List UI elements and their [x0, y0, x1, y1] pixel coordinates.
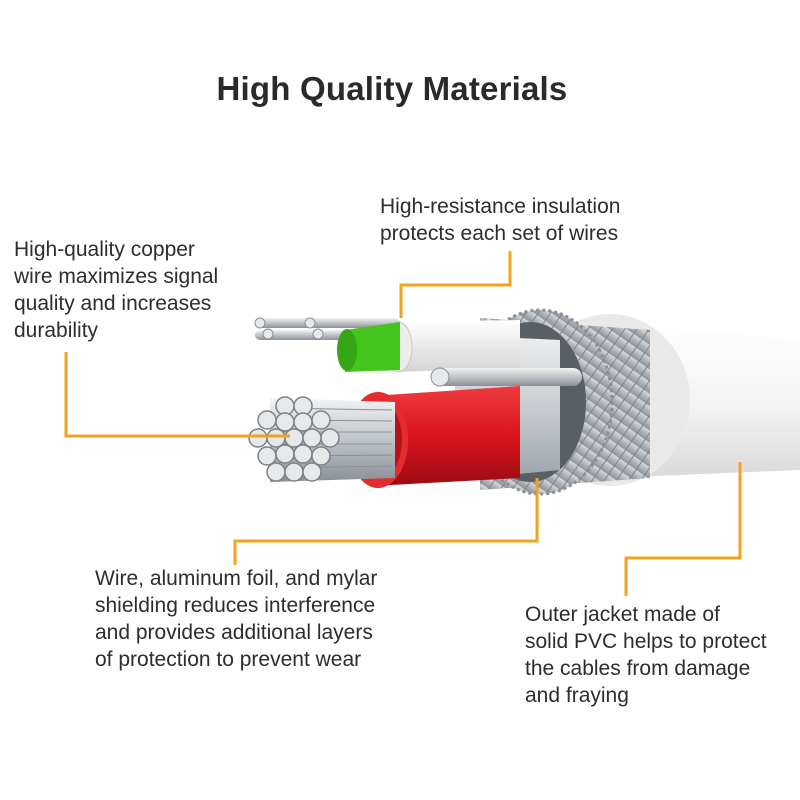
- callout-shielding: Wire, aluminum foil, and mylar shielding…: [95, 565, 377, 673]
- copper-strands: [248, 396, 395, 482]
- callout-line: protects each set of wires: [380, 222, 619, 245]
- callout-line: the cables from damage: [525, 657, 751, 680]
- callout-line: durability: [14, 319, 99, 342]
- drain-wire: [430, 367, 582, 387]
- leader-line-jacket: [624, 462, 742, 596]
- callout-line: Outer jacket made of: [525, 603, 720, 626]
- callout-line: High-resistance insulation: [380, 195, 621, 218]
- callout-line: shielding reduces interference: [95, 594, 376, 617]
- leader-line-shielding: [233, 478, 539, 565]
- green-wire: [337, 322, 400, 372]
- leader-line-insulation: [399, 251, 512, 318]
- callout-line: solid PVC helps to protect: [525, 630, 767, 653]
- callout-line: High-quality copper: [14, 238, 195, 261]
- page-title: High Quality Materials: [216, 70, 568, 107]
- callout-line: of protection to prevent wear: [95, 648, 362, 671]
- callout-line: wire maximizes signal: [14, 265, 219, 288]
- callout-copper-wire: High-quality copper wire maximizes signa…: [14, 236, 218, 344]
- leader-line-copper: [64, 352, 290, 438]
- leader-lines: [64, 251, 742, 596]
- callout-line: and fraying: [525, 684, 629, 707]
- callout-insulation: High-resistance insulation protects each…: [380, 193, 620, 247]
- callout-outer-jacket: Outer jacket made of solid PVC helps to …: [525, 601, 767, 709]
- callout-line: Wire, aluminum foil, and mylar: [95, 567, 378, 590]
- callout-line: quality and increases: [14, 292, 212, 315]
- callout-line: and provides additional layers: [95, 621, 373, 644]
